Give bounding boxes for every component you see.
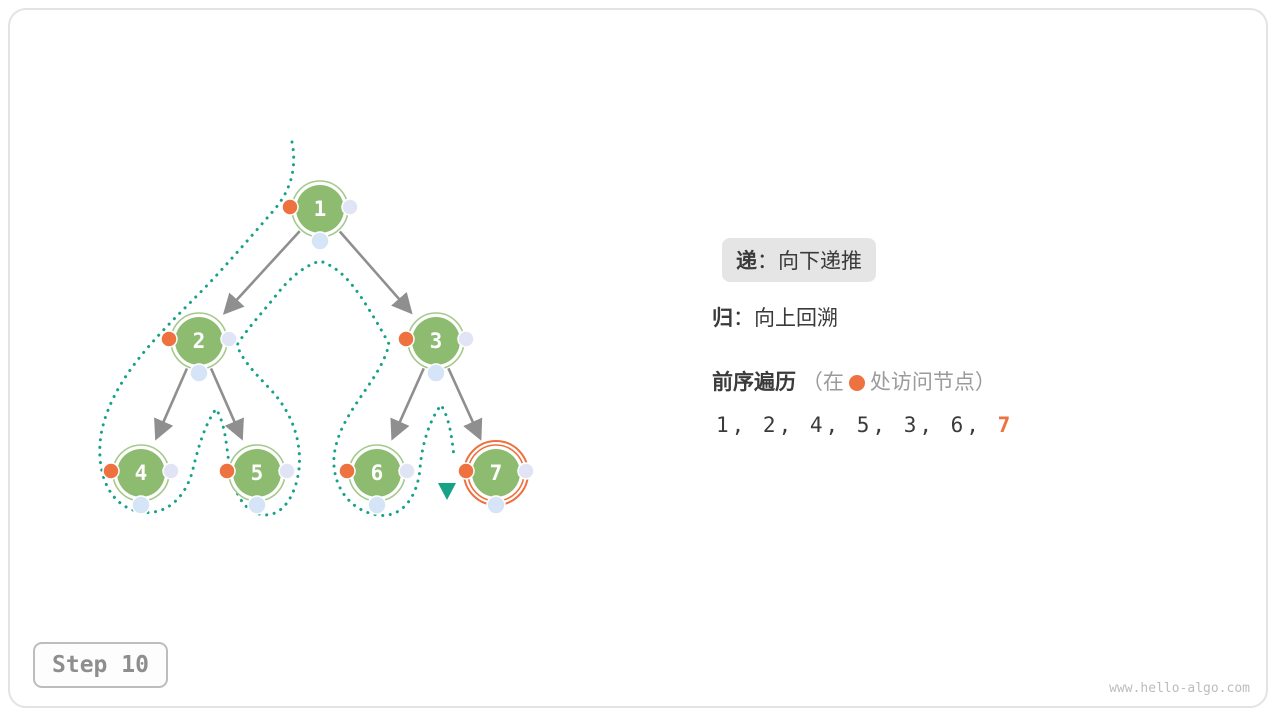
legend-recurse-text: ：向下递推 xyxy=(757,250,862,273)
tree-node-4: 4 xyxy=(102,444,180,515)
legend-return-text: ：向上回溯 xyxy=(733,307,838,330)
tree-node-2: 2 xyxy=(160,312,238,383)
visit-dot xyxy=(397,330,415,348)
watermark: www.hello-algo.com xyxy=(1109,681,1250,696)
sequence-current: 7 xyxy=(997,413,1014,437)
return-dot xyxy=(517,462,535,480)
tree-edge xyxy=(222,230,301,315)
visit-dot xyxy=(281,198,299,216)
tree-node-3: 3 xyxy=(397,312,475,383)
return-dot xyxy=(457,330,475,348)
traversal-title: 前序遍历 xyxy=(712,371,796,394)
legend-return: 归：向上回溯 xyxy=(712,302,838,332)
return-dot xyxy=(162,462,180,480)
tree-node-5: 5 xyxy=(218,444,296,515)
node-circle xyxy=(472,449,520,497)
node-circle xyxy=(233,449,281,497)
traversal-note-open: （在 xyxy=(801,371,844,394)
sequence-done: 1, 2, 4, 5, 3, 6, xyxy=(716,413,998,437)
visit-dot xyxy=(218,462,236,480)
bottom-dot xyxy=(486,495,506,515)
tree-edge xyxy=(390,367,425,441)
tree-edge xyxy=(154,367,189,441)
tree-node-7: 7 xyxy=(457,440,535,515)
tree-nodes: 1 2 3 4 5 6 7 xyxy=(102,180,535,515)
bottom-dot xyxy=(189,363,209,383)
return-dot xyxy=(341,198,359,216)
visit-dot xyxy=(160,330,178,348)
bottom-dot xyxy=(310,231,330,251)
bottom-dot xyxy=(131,495,151,515)
visit-dot-icon xyxy=(848,375,865,391)
node-value: 5 xyxy=(251,461,264,485)
visit-dot xyxy=(457,462,475,480)
node-circle xyxy=(412,317,460,365)
visit-dot xyxy=(102,462,120,480)
node-circle xyxy=(175,317,223,365)
binary-tree-diagram: 1 2 3 4 5 6 7 xyxy=(98,140,535,517)
bottom-dot xyxy=(367,495,387,515)
legend-recurse: 递：向下递推 xyxy=(722,238,876,282)
traversal-note-close: 处访问节点） xyxy=(869,371,996,394)
node-circle xyxy=(353,449,401,497)
traversal-label: 前序遍历 （在 处访问节点） xyxy=(712,366,996,396)
node-value: 1 xyxy=(314,197,327,221)
return-dot xyxy=(398,462,416,480)
current-position-marker xyxy=(438,483,456,500)
bottom-dot xyxy=(426,363,446,383)
bottom-dot xyxy=(247,495,267,515)
tree-node-6: 6 xyxy=(338,444,416,515)
visit-dot xyxy=(338,462,356,480)
return-dot xyxy=(278,462,296,480)
return-dot xyxy=(220,330,238,348)
node-circle xyxy=(117,449,165,497)
tree-edge xyxy=(209,367,244,441)
legend-recurse-key: 递 xyxy=(736,250,757,273)
tree-edge xyxy=(447,367,483,441)
node-value: 4 xyxy=(135,461,148,485)
step-badge: Step 10 xyxy=(33,642,168,688)
node-value: 6 xyxy=(371,461,384,485)
legend-return-key: 归 xyxy=(712,307,733,330)
node-value: 2 xyxy=(193,329,206,353)
tree-edge xyxy=(338,230,413,315)
node-circle xyxy=(296,185,344,233)
traversal-sequence: 1, 2, 4, 5, 3, 6, 7 xyxy=(716,413,1013,437)
node-value: 3 xyxy=(430,329,443,353)
tree-node-1: 1 xyxy=(281,180,359,251)
node-value: 7 xyxy=(490,461,503,485)
tree-edges xyxy=(154,230,483,441)
